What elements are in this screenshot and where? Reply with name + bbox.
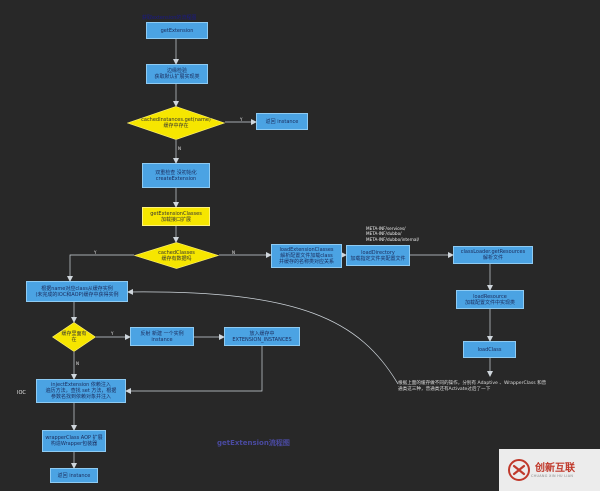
note-text: 根据上面的缓存做不同的操作，分别有 Adaptive 、WrapperClass… [398, 381, 547, 392]
arrow-note-back [127, 288, 399, 385]
label-yes-1: Y [240, 117, 243, 122]
ioc-label: IOC [17, 390, 26, 396]
return-instance-top-box: 返回 instance [256, 113, 308, 130]
label-no-2: N [232, 250, 235, 255]
label-yes-3: Y [111, 331, 114, 336]
return-instance-bottom-box: 返回 instance [50, 468, 98, 483]
label-yes-2: Y [94, 250, 97, 255]
check-params-box: 边缘检验 获取默认扩展实现类 [146, 64, 208, 84]
load-extension-classes-box: loadExtensionClasses 解析配置文件加载class 并缓存的名… [271, 244, 342, 268]
diagram-title: 获取extension的流程图 [142, 15, 197, 21]
in-cache-decision: 缓存里面有 在 [52, 322, 96, 352]
get-by-name-box: 根据name对应class从缓存实例 (未完成的IOC和AOP)缓存中获得实例 [26, 281, 128, 302]
watermark-logo: 创新互联 CHUANG XIN HU LIAN [499, 449, 600, 491]
in-cache-label: 缓存里面有 在 [61, 331, 87, 343]
arrow-decision-yes [67, 254, 134, 282]
brand-logo-icon [508, 459, 530, 481]
cached-classes-label: cachedClasses 缓存有数据吗 [158, 249, 195, 262]
cached-instances-label: cachedInstances.get(name) 缓存中存在 [141, 117, 211, 129]
label-no-3: N [76, 361, 79, 366]
load-directory-box: loadDirectory 加载指定文件夹配置文件 [346, 245, 410, 266]
meta-inf-paths: META-INF/services/ META-INF/dubbo/ META-… [366, 226, 420, 242]
label-no-1: N [178, 146, 181, 151]
cached-instances-decision: cachedInstances.get(name) 缓存中存在 [127, 106, 225, 140]
brand-subtitle: CHUANG XIN HU LIAN [531, 473, 574, 478]
put-cache-box: 放入缓存中 EXTENSION_INSTANCES [224, 327, 300, 346]
load-class-box: loadClass [463, 341, 516, 358]
brand-name: 创新互联 [535, 462, 575, 474]
reflect-new-box: 反射 新建 一个实例 instance [130, 327, 194, 346]
diagram-caption: getExtension流程图 [217, 439, 290, 447]
class-loader-box: classLoader.getResources 解析文件 [453, 246, 533, 264]
cached-classes-decision: cachedClasses 缓存有数据吗 [134, 242, 219, 269]
get-extension-box: getExtension [146, 22, 208, 39]
double-check-box: 双重检查 没初始化 createExtension [142, 163, 210, 188]
load-resource-box: loadResource 加载配置文件中实现类 [456, 290, 524, 309]
get-extension-classes-box: getExtensionClasses 加载接口扩展 [142, 207, 210, 226]
arrow-put-to-inject [125, 346, 263, 394]
wrapper-class-box: wrapperClass AOP 扩展 构造Wrapper包装器 [42, 430, 106, 452]
inject-extension-box: injectExtension 依赖注入 遍历方法，查找 set 方法，根据 参… [36, 379, 126, 403]
